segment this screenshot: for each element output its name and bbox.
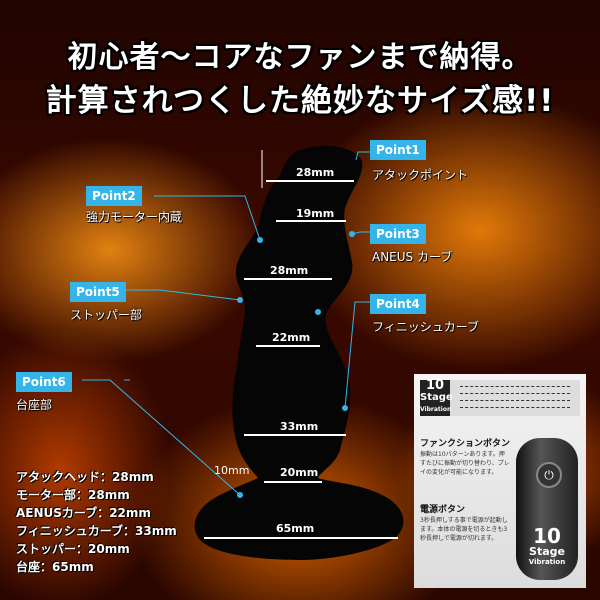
stage-badge-number: 10 bbox=[425, 378, 445, 393]
vibration-wave bbox=[460, 386, 570, 390]
dim-head: 28mm bbox=[296, 166, 335, 179]
spec-finish: フィニッシュカーブ：33mm bbox=[16, 524, 177, 538]
power-icon: ⏻ bbox=[536, 462, 562, 488]
remote-label: 10 Stage Vibration bbox=[522, 526, 572, 567]
remote-sub: Vibration bbox=[528, 558, 566, 566]
dim-neck: 19mm bbox=[296, 207, 335, 220]
point3-desc: ANEUS カーブ bbox=[372, 250, 453, 264]
point4-desc: フィニッシュカーブ bbox=[372, 320, 480, 334]
function-button-title: ファンクションボタン bbox=[420, 439, 511, 449]
point5-badge: Point5 bbox=[70, 282, 126, 302]
stage-badge: 10 Stage Vibration bbox=[420, 378, 453, 416]
spec-head: アタックヘッド：28mm bbox=[16, 470, 154, 484]
point1-desc: アタックポイント bbox=[372, 168, 469, 182]
vibration-wave bbox=[460, 407, 570, 411]
stage-badge-word: Stage bbox=[420, 392, 453, 403]
headline-line1: 初心者〜コアなファンまで納得。 bbox=[67, 40, 533, 75]
remote-number: 10 bbox=[533, 524, 561, 548]
function-button-text: 振動は10パターンあります。押すたびに振動が切り替わり、プレイの変化が可能になり… bbox=[420, 451, 510, 476]
dim-aneus: 22mm bbox=[272, 331, 311, 344]
power-button-title: 電源ボタン bbox=[420, 505, 466, 515]
point2-desc: 強力モーター内蔵 bbox=[86, 210, 183, 224]
vibration-wave bbox=[460, 400, 570, 404]
point5-desc: ストッパー部 bbox=[70, 308, 143, 322]
point4-badge: Point4 bbox=[370, 294, 426, 314]
spec-aneus: AENUSカーブ：22mm bbox=[16, 506, 151, 520]
point1-badge: Point1 bbox=[370, 140, 426, 160]
point3-badge: Point3 bbox=[370, 224, 426, 244]
headline-line2: 計算されつくした絶妙なサイズ感!! bbox=[45, 83, 555, 119]
dim-base: 65mm bbox=[276, 522, 315, 535]
point6-badge: Point6 bbox=[16, 372, 72, 392]
dim-stopper: 20mm bbox=[280, 466, 319, 479]
vibration-wave bbox=[460, 393, 570, 397]
remote-word: Stage bbox=[529, 545, 565, 558]
stage-badge-sub: Vibration bbox=[420, 406, 452, 413]
point6-desc: 台座部 bbox=[16, 398, 53, 412]
feature-panel: 10 Stage Vibration ファンクションボタン 振動は10パターンあ… bbox=[414, 374, 586, 588]
point2-badge: Point2 bbox=[86, 186, 142, 206]
dim-motor: 28mm bbox=[270, 264, 309, 277]
toy-body bbox=[194, 145, 404, 560]
remote-controller: ⏻ 10 Stage Vibration bbox=[516, 438, 578, 580]
power-button-text: 3秒長押しする事で電源が起動します。本体の電源を切るときも3秒長押しで電源が切れ… bbox=[420, 517, 508, 542]
spec-motor: モーター部：28mm bbox=[16, 488, 130, 502]
dim-stopper-gap: 10mm bbox=[214, 464, 250, 477]
dim-finish: 33mm bbox=[280, 420, 319, 433]
spec-base: 台座：65mm bbox=[16, 560, 94, 574]
spec-stopper: ストッパー：20mm bbox=[16, 542, 130, 556]
